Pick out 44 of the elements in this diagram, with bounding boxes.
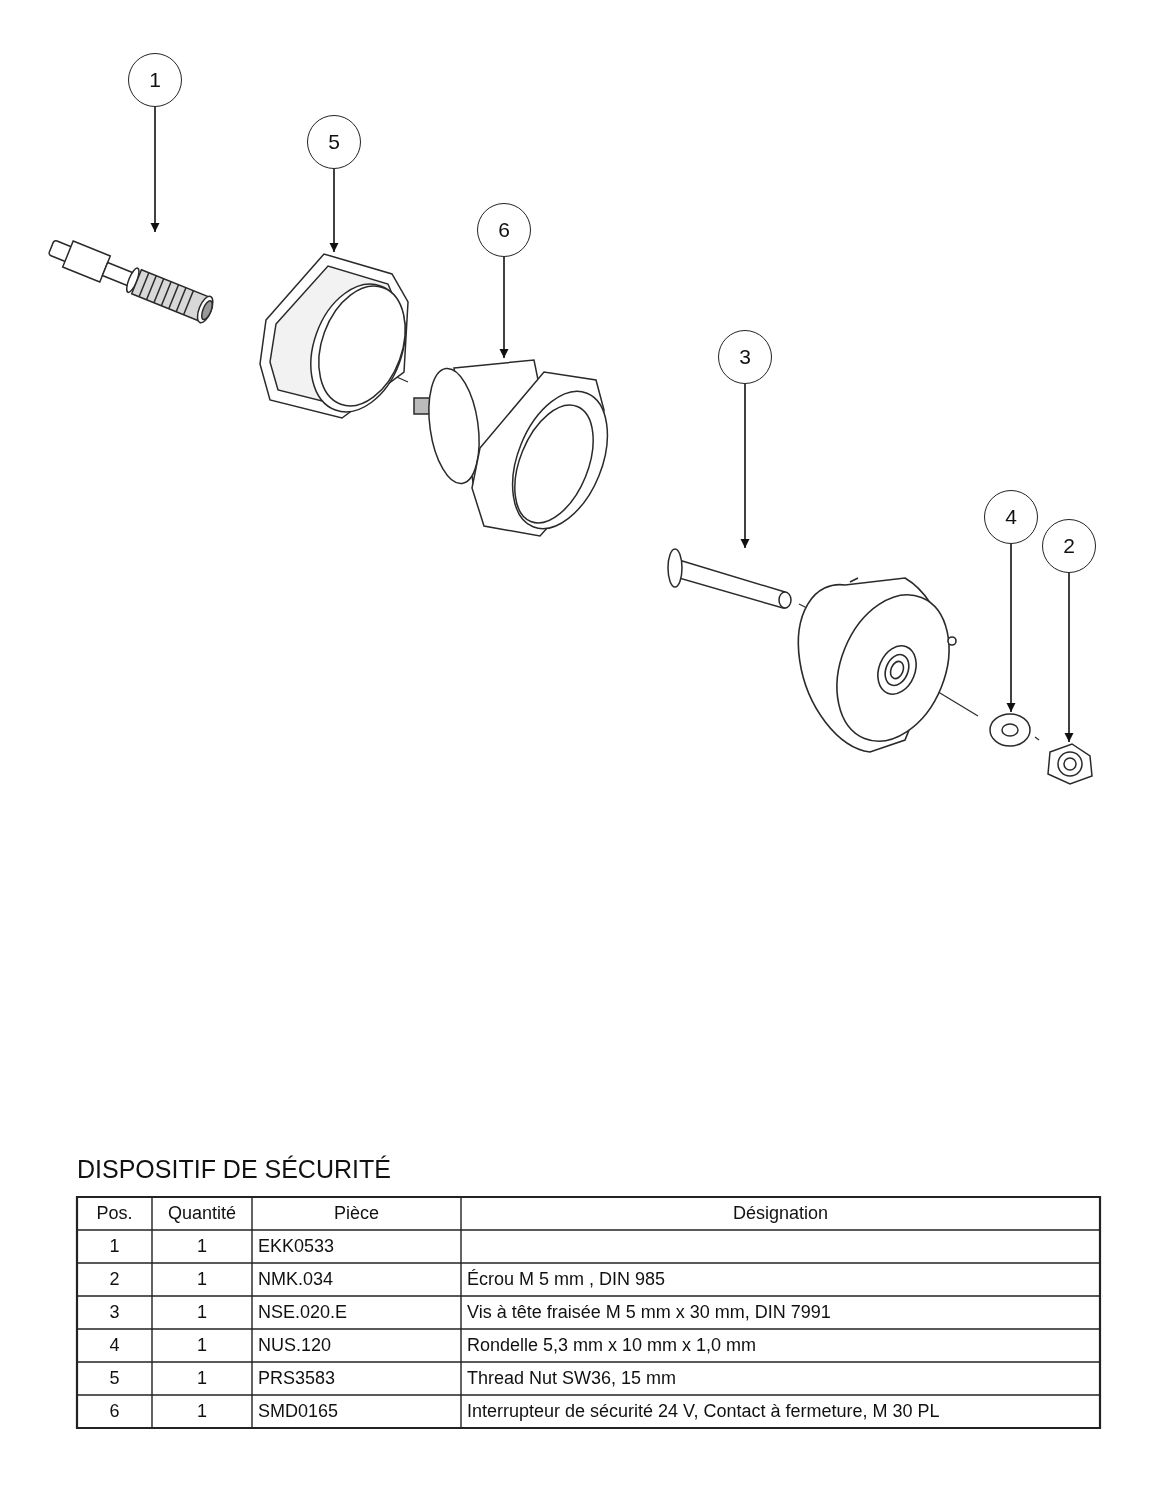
table-cell-text: 1: [196, 1235, 208, 1258]
table-cell-text: NMK.034: [258, 1268, 334, 1291]
leader-line: [1006, 543, 1016, 713]
callout-number: 1: [128, 53, 182, 107]
table-cell-text: 1: [196, 1334, 208, 1357]
table-cell-text: NSE.020.E: [258, 1301, 348, 1324]
callout-number: 4: [984, 490, 1038, 544]
callout-number: 6: [477, 203, 531, 257]
table-cell-text: 1: [196, 1400, 208, 1423]
leader-line: [329, 168, 339, 253]
table-cell-text: 2: [108, 1268, 121, 1291]
table-cell-text: EKK0533: [258, 1235, 335, 1258]
leader-line: [1064, 572, 1074, 743]
table-cell-text: 6: [108, 1400, 121, 1423]
part-drawing: [258, 252, 410, 420]
part-drawing: [665, 548, 795, 612]
column-header: Pos.: [95, 1202, 134, 1225]
table-cell-text: 1: [108, 1235, 121, 1258]
table-title: DISPOSITIF DE SÉCURITÉ: [77, 1155, 391, 1184]
table-cell-text: Interrupteur de sécurité 24 V, Contact à fermeture, M 30 PL: [467, 1400, 940, 1423]
column-header: Quantité: [166, 1202, 237, 1225]
callout-number: 5: [307, 115, 361, 169]
table-cell-text: Rondelle 5,3 mm x 10 mm x 1,0 mm: [467, 1334, 757, 1357]
table-cell-text: SMD0165: [258, 1400, 339, 1423]
table-cell-text: 1: [196, 1301, 208, 1324]
table-cell-text: Écrou M 5 mm , DIN 985: [467, 1268, 666, 1291]
table-cell-text: 5: [108, 1367, 121, 1390]
table-cell-text: 4: [108, 1334, 121, 1357]
leader-line: [150, 106, 160, 233]
callout-number: 2: [1042, 519, 1096, 573]
leader-line: [740, 383, 750, 549]
leader-line: [499, 256, 509, 359]
table-cell-text: 3: [108, 1301, 121, 1324]
column-header: Désignation: [731, 1202, 830, 1225]
table-cell-text: PRS3583: [258, 1367, 336, 1390]
table-cell-text: 1: [196, 1268, 208, 1291]
table-cell-text: Thread Nut SW36, 15 mm: [467, 1367, 677, 1390]
table-cell-text: NUS.120: [258, 1334, 332, 1357]
table-cell-text: Vis à tête fraisée M 5 mm x 30 mm, DIN 7991: [467, 1301, 831, 1324]
table-cell-text: 1: [196, 1367, 208, 1390]
part-drawing: [414, 358, 607, 540]
part-drawing: [988, 712, 1032, 748]
callout-number: 3: [718, 330, 772, 384]
column-header: Pièce: [333, 1202, 380, 1225]
